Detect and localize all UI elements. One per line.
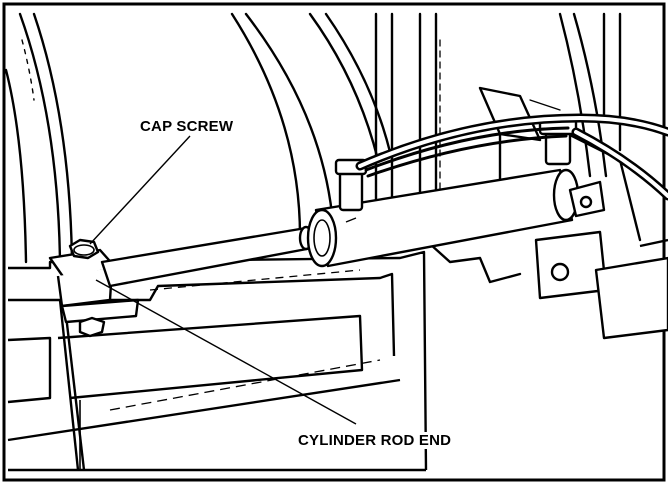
front-fitting <box>338 168 364 212</box>
leader-lines <box>89 135 357 425</box>
hydraulic-hoses <box>355 113 668 201</box>
lower-nut <box>78 316 106 338</box>
cap-screw-label: CAP SCREW <box>138 118 236 135</box>
mounting-bracket <box>48 238 140 338</box>
right-mount-block <box>534 230 668 340</box>
machine-frame <box>4 12 642 284</box>
rod-end-leader <box>95 279 357 425</box>
cylinder-rod-end-label: CYLINDER ROD END <box>296 432 454 449</box>
cap-screw-leader <box>89 135 191 245</box>
